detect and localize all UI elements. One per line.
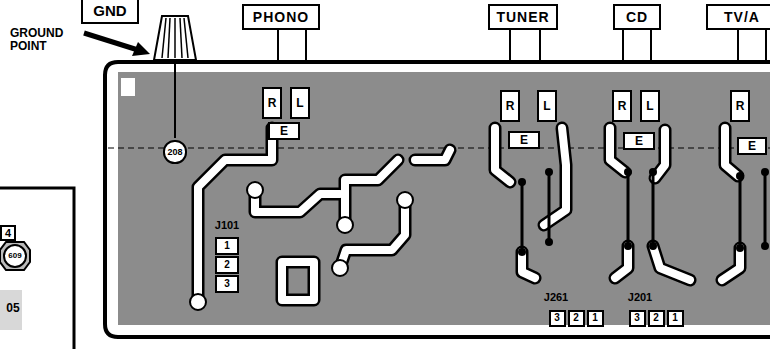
node-text: 2 bbox=[573, 313, 579, 323]
knob-ridges bbox=[162, 18, 188, 58]
pad-box: R bbox=[262, 87, 282, 119]
jumper-wires bbox=[522, 172, 765, 252]
node-text: 1 bbox=[672, 313, 678, 323]
connector-name: J101 bbox=[215, 220, 239, 232]
pad-box: L bbox=[290, 87, 310, 119]
node-text: 1 bbox=[224, 241, 230, 251]
pad-box: E bbox=[268, 122, 300, 140]
node-text: PHONO bbox=[253, 10, 309, 24]
node-text: E bbox=[748, 140, 756, 152]
node-text: R bbox=[736, 100, 745, 112]
pad-box: E bbox=[623, 132, 655, 150]
pad-box: R bbox=[612, 90, 632, 122]
terminal-label: GND bbox=[81, 0, 139, 24]
pad-box: E bbox=[508, 131, 540, 149]
node-text: E bbox=[520, 134, 528, 146]
pad-box: R bbox=[730, 90, 750, 122]
octagon-pad bbox=[0, 242, 30, 270]
node-text: L bbox=[646, 100, 653, 112]
jack-stems bbox=[278, 29, 766, 63]
pin-box: 1 bbox=[215, 237, 239, 255]
connector-name: J261 bbox=[544, 292, 568, 304]
arrow-head bbox=[132, 42, 150, 56]
callout-number: 609 bbox=[3, 244, 27, 268]
pad-box: L bbox=[537, 90, 557, 122]
node-text: 3 bbox=[554, 313, 560, 323]
pin-box: 4 bbox=[0, 225, 16, 241]
node-text: 609 bbox=[8, 252, 21, 260]
node-text: 4 bbox=[5, 228, 11, 239]
traces bbox=[198, 128, 740, 300]
part-number: 05 bbox=[6, 302, 19, 315]
node-text: 3 bbox=[224, 279, 230, 289]
node-text: 3 bbox=[634, 313, 640, 323]
board-notch bbox=[121, 78, 135, 96]
wire-dots bbox=[518, 168, 769, 256]
node-text: GND bbox=[93, 3, 126, 18]
node-text: 208 bbox=[167, 148, 182, 157]
node-text: L bbox=[296, 97, 303, 109]
node-text: TUNER bbox=[496, 10, 549, 24]
pin-box: 3 bbox=[629, 310, 646, 327]
jack-label: TUNER bbox=[488, 4, 558, 30]
connector-name: J201 bbox=[628, 292, 652, 304]
pin-box: 2 bbox=[648, 310, 665, 327]
component-area bbox=[0, 290, 22, 330]
board-copper bbox=[118, 72, 770, 325]
pad-box: E bbox=[737, 137, 767, 155]
pin-box: 2 bbox=[215, 256, 239, 274]
pin-box: 3 bbox=[549, 310, 566, 327]
pointer-arrow bbox=[84, 33, 138, 50]
node-text: 1 bbox=[592, 313, 598, 323]
pin-box: 1 bbox=[587, 310, 604, 327]
node-text: R bbox=[618, 100, 627, 112]
pad-box: L bbox=[640, 90, 660, 122]
node-text: E bbox=[280, 125, 288, 137]
board-outline bbox=[105, 62, 770, 337]
solder-pads bbox=[190, 182, 413, 310]
node-text: TV/A bbox=[724, 10, 760, 24]
node-text: CD bbox=[626, 10, 648, 24]
pin-box: 2 bbox=[568, 310, 585, 327]
callout-number: 208 bbox=[163, 140, 186, 163]
pad-box: R bbox=[500, 90, 520, 122]
pin-box: 3 bbox=[215, 275, 239, 293]
node-text: 2 bbox=[224, 260, 230, 270]
ground-terminal bbox=[154, 16, 196, 60]
trace-outlines bbox=[198, 128, 740, 300]
node-text: E bbox=[635, 135, 643, 147]
ground-wire bbox=[174, 60, 176, 138]
pin-box: 1 bbox=[667, 310, 684, 327]
node-text: R bbox=[506, 100, 515, 112]
board-edge bbox=[0, 188, 74, 349]
node-text: 2 bbox=[653, 313, 659, 323]
jack-label: TV/A bbox=[706, 4, 770, 30]
callout-label: GROUND POINT bbox=[10, 27, 68, 52]
jack-label: CD bbox=[613, 4, 661, 30]
jack-label: PHONO bbox=[242, 4, 320, 30]
node-text: L bbox=[543, 100, 550, 112]
node-text: R bbox=[268, 97, 277, 109]
